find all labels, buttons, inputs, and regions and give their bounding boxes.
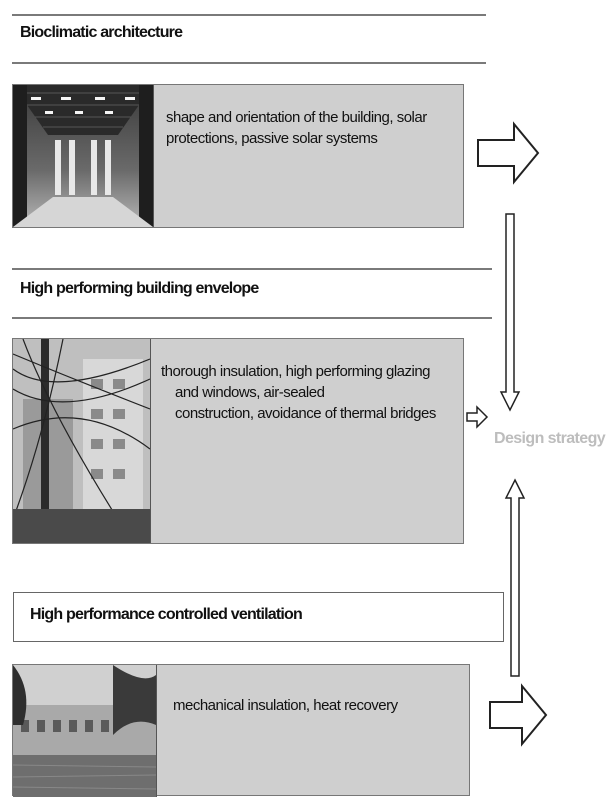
section-1-top-rule — [12, 14, 486, 16]
building-with-wires-photo — [13, 339, 151, 543]
section-2-heading: High performing building envelope — [20, 280, 259, 297]
section-2-bottom-rule — [12, 317, 492, 319]
design-strategy-label: Design strategy — [494, 430, 606, 447]
right-arrow-icon — [477, 121, 540, 185]
section-3-heading: High performance controlled ventilation — [30, 606, 303, 623]
section-3-description: mechanical insulation, heat recovery — [173, 697, 398, 714]
right-arrow-bottom-icon — [489, 683, 548, 747]
section-2-line-1: thorough insulation, high performing gla… — [161, 363, 431, 380]
section-2-line-2: and windows, air-sealed — [175, 384, 325, 401]
section-1-bottom-rule — [12, 62, 486, 64]
warehouse-interior-photo — [13, 85, 154, 227]
up-arrow-icon — [504, 478, 526, 677]
section-2-panel: thorough insulation, high performing gla… — [12, 338, 464, 544]
section-3-panel: mechanical insulation, heat recovery — [12, 664, 470, 797]
section-1-heading: Bioclimatic architecture — [20, 24, 183, 41]
section-2-top-rule — [12, 268, 492, 270]
section-3-heading-box: High performance controlled ventilation — [13, 592, 504, 642]
down-arrow-icon — [499, 213, 521, 412]
small-right-arrow-icon — [466, 405, 489, 429]
section-1-description: shape and orientation of the building, s… — [166, 109, 427, 147]
section-2-line-3: construction, avoidance of thermal bridg… — [175, 405, 436, 422]
waterfront-buildings-photo — [13, 665, 157, 797]
section-1-panel: shape and orientation of the building, s… — [12, 84, 464, 228]
